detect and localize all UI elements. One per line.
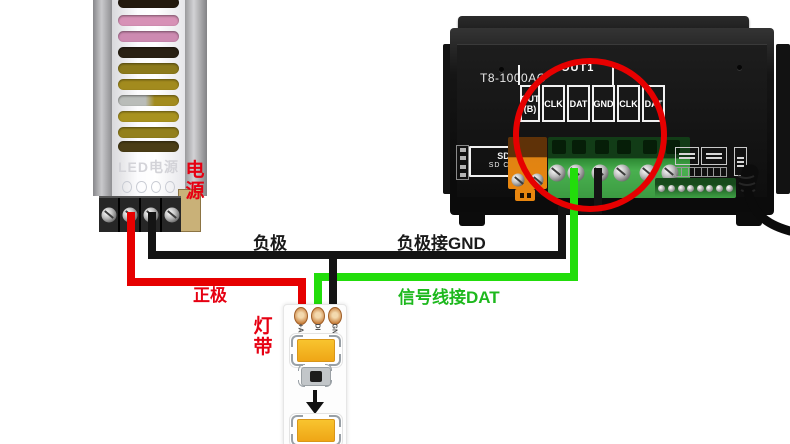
psu-vent-slot — [118, 63, 179, 74]
solder-pad-positive — [294, 307, 308, 325]
psu-terminal — [162, 198, 181, 232]
psu-vent-slot — [118, 15, 179, 26]
resistor-body — [301, 367, 331, 386]
screw-icon — [164, 207, 179, 223]
highlight-circle — [513, 58, 667, 212]
wire-entry — [666, 140, 680, 154]
psu-vent-slot — [118, 79, 179, 90]
right-terminal-labels — [675, 167, 727, 177]
controller-side-bracket — [776, 44, 790, 194]
solder-pad-gnd — [328, 307, 342, 325]
psu-vent-slot — [118, 111, 179, 122]
psu-face: LED电源 — [112, 0, 185, 196]
solder-pad-data — [311, 307, 325, 325]
psu-terminal — [99, 198, 120, 232]
resistor — [297, 363, 333, 388]
right-green-terminal — [655, 178, 736, 198]
negative-to-gnd-label: 负极接GND — [397, 234, 486, 253]
screw-dimple — [737, 65, 742, 70]
right-info-box — [734, 147, 747, 176]
side-connector-labels — [456, 145, 469, 180]
sd-label-en: SD CARD — [488, 162, 527, 169]
strip-annotation: 灯带 — [253, 316, 273, 358]
orange-plug — [515, 189, 535, 201]
signal-wire-segment — [314, 273, 322, 314]
psu-vent-slot — [118, 47, 179, 58]
right-info-box — [675, 147, 699, 165]
positive-wire-segment — [127, 212, 135, 282]
positive-label: 正极 — [193, 286, 227, 305]
psu-vent-slot — [118, 127, 179, 138]
positive-wire-segment — [127, 278, 306, 286]
signal-wire-to-dat-terminal — [570, 168, 578, 281]
signal-to-dat-label: 信号线接DAT — [398, 288, 500, 307]
psu-rail-right — [185, 0, 207, 196]
negative-label: 负极 — [253, 234, 287, 253]
direction-arrow-icon — [306, 402, 324, 414]
controller-model-label: T8-1000AC — [480, 71, 546, 85]
psu-vent-slot — [118, 31, 179, 42]
led-power-supply: LED电源 — [93, 0, 207, 232]
negative-wire-branch-to-strip — [329, 251, 337, 313]
psu-face-label: LED电源 — [118, 159, 179, 175]
screw-icon — [101, 207, 116, 223]
screw-icon — [511, 173, 525, 187]
panel-divider — [518, 65, 520, 85]
power-cord — [737, 164, 790, 236]
negative-wire-segment — [148, 212, 156, 259]
psu-vent-slot — [118, 141, 179, 152]
negative-wire-segment — [148, 251, 566, 259]
right-info-box — [701, 147, 727, 165]
led-strip: +A DI GND — [283, 304, 347, 444]
led-chip — [289, 333, 343, 368]
signal-wire-segment — [314, 273, 578, 281]
controller-foot — [459, 212, 485, 226]
screw-dimple — [499, 67, 504, 72]
psu-terminal-block — [99, 196, 181, 232]
sd-label-cn: SD卡 — [468, 149, 548, 162]
psu-vent-slot — [118, 0, 179, 8]
psu-rail-left — [93, 0, 112, 196]
psu-annotation: 电源 — [185, 160, 205, 202]
direction-arrow-icon — [313, 390, 317, 403]
led-die — [297, 419, 335, 442]
screw-icon — [661, 164, 679, 182]
negative-wire-segment — [558, 206, 566, 259]
psu-certification-marks — [122, 181, 175, 193]
led-chip — [289, 413, 343, 444]
positive-wire-segment — [298, 278, 306, 314]
psu-vent-slot — [118, 95, 179, 106]
led-die — [297, 339, 335, 362]
